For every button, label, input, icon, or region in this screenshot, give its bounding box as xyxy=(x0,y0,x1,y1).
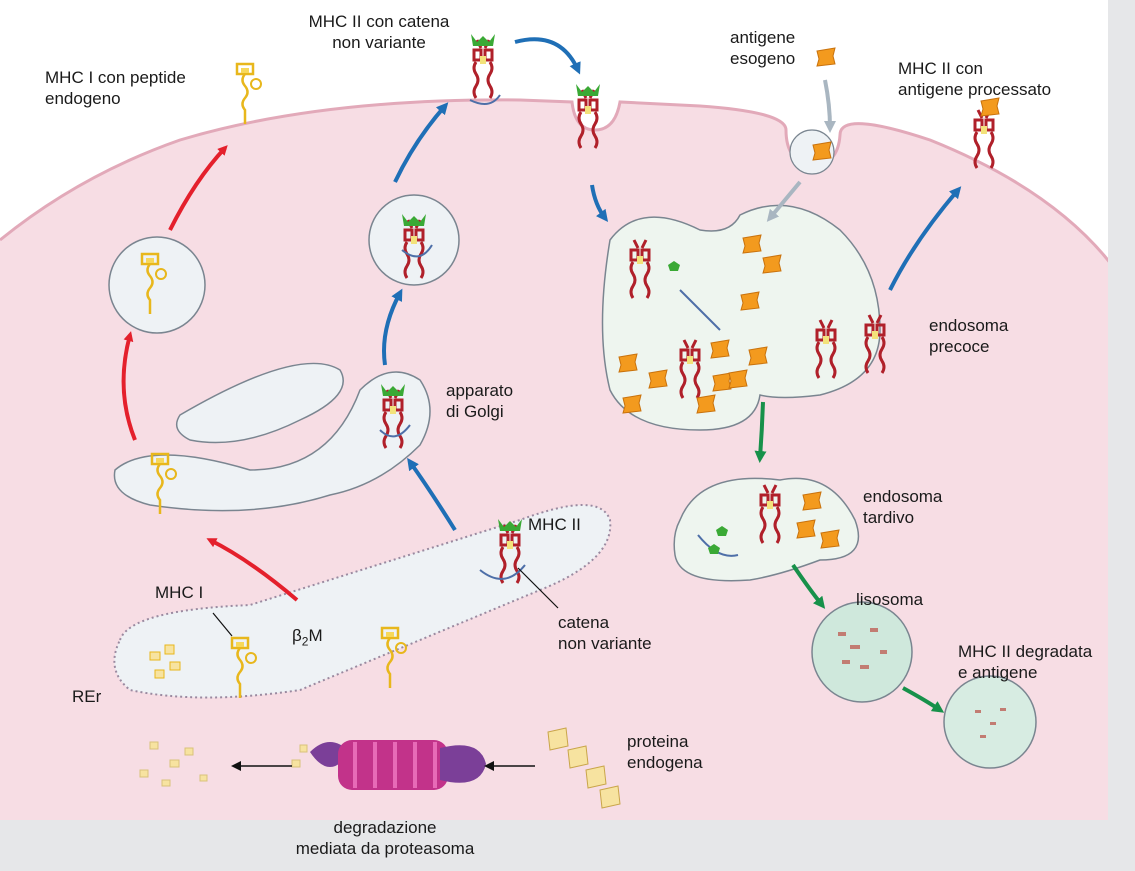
mhc1-arrow xyxy=(168,145,228,231)
mhc2-arrow xyxy=(888,186,962,291)
plasma-membrane xyxy=(0,98,1135,301)
exogenous-uptake-vesicle xyxy=(789,129,835,175)
peptide-fragments xyxy=(149,644,181,679)
lysosome-debris xyxy=(838,628,1006,738)
endosoma-precoce-organelle xyxy=(601,204,881,431)
exogenous-arrow xyxy=(823,79,836,133)
antigen-fragment xyxy=(980,97,1000,117)
lisosoma-organelle xyxy=(811,601,913,703)
bottom-strip xyxy=(0,820,1135,871)
degradation-arrow xyxy=(754,401,767,463)
mhc2-arrow xyxy=(382,288,403,366)
peptide-debris xyxy=(139,741,308,787)
mhc2-arrow xyxy=(590,184,609,222)
mhc2-arrow xyxy=(393,102,449,183)
degradation-arrow xyxy=(902,686,945,713)
endogenous-protein xyxy=(547,727,621,809)
label-b2m: β2M xyxy=(292,626,323,649)
leader-line-mhc1 xyxy=(212,612,233,637)
degradation-arrow xyxy=(791,563,826,609)
invariant-chain-strand xyxy=(379,94,739,580)
leader-line-catena xyxy=(517,567,559,609)
extracellular-space xyxy=(0,0,1135,300)
vesicle-mhc1 xyxy=(108,236,206,334)
label-lisosoma: lisosoma xyxy=(856,590,924,609)
golgi-cisterna xyxy=(113,371,431,512)
mhc1-arrow xyxy=(206,538,299,602)
mhc2-arrow xyxy=(407,457,457,532)
mhc2-arrow xyxy=(514,37,581,75)
label-mhc2: MHC II xyxy=(528,515,581,534)
label-rer: REr xyxy=(72,687,102,706)
golgi-cisterna-top xyxy=(175,362,344,444)
label-mhc1: MHC I xyxy=(155,583,204,602)
proteasome xyxy=(310,740,486,790)
mhc1-arrow xyxy=(121,331,137,441)
right-strip xyxy=(1108,0,1135,820)
exogenous-arrow xyxy=(766,180,802,222)
